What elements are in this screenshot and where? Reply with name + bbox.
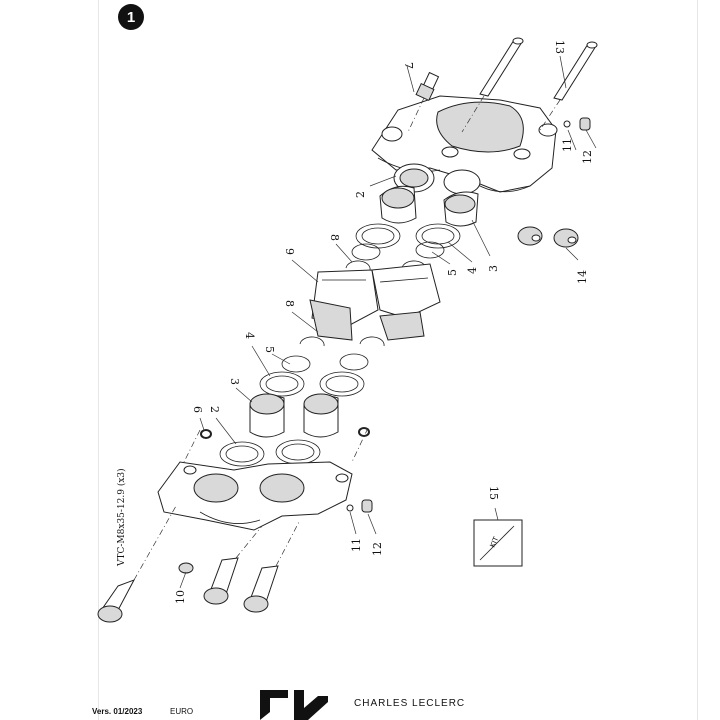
- brand-logo: [260, 690, 328, 720]
- callout-9: 9: [283, 248, 296, 255]
- callout-4-upper: 4: [466, 267, 479, 274]
- bleed-nipple: [407, 71, 440, 133]
- upper-pistons: [379, 163, 481, 227]
- callout-5-upper: 5: [446, 269, 459, 276]
- callout-2-lower: 2: [208, 406, 221, 413]
- mounting-bolts: [97, 505, 301, 623]
- upper-piston-seals: [351, 223, 461, 261]
- callout-8-lower: 8: [283, 300, 296, 307]
- version-info: Vers. 01/2023: [92, 707, 142, 716]
- page-number-badge: 1: [118, 4, 144, 30]
- bolt-spec-label: VTC-M8x35-12.9 (x3): [116, 468, 127, 567]
- pad-pins: [461, 37, 598, 133]
- callout-10: 10: [174, 590, 187, 604]
- callout-11-upper: 11: [561, 138, 574, 152]
- assembly-centerlines: [183, 99, 561, 463]
- lower-dust-seals: [219, 439, 321, 467]
- callout-7: 7: [402, 62, 415, 69]
- callout-11-lower: 11: [350, 538, 363, 552]
- transfer-o-rings: [200, 427, 370, 439]
- callout-5-lower: 5: [263, 346, 276, 353]
- callout-6: 6: [191, 406, 204, 413]
- washer: [178, 562, 194, 574]
- part-callouts: 7 13 11 12 2 3 4 5 14 8 9 8 4 5 3 6 2 15…: [174, 40, 594, 604]
- callout-8-upper: 8: [328, 234, 341, 241]
- lower-piston-seals: [259, 353, 369, 397]
- lower-bleed-cap: [346, 499, 373, 513]
- page-frame: [98, 0, 698, 720]
- seal-kit-box: KIT: [473, 519, 523, 567]
- callout-4-lower: 4: [243, 332, 256, 339]
- region-label: EURO: [170, 707, 194, 716]
- brand-name: CHARLES LECLERC: [354, 698, 466, 709]
- version-value: 01/2023: [113, 707, 143, 716]
- callout-15: 15: [487, 486, 500, 500]
- brake-pads: [309, 263, 441, 341]
- version-label: Vers.: [92, 707, 112, 716]
- lower-caliper-body: [157, 461, 353, 531]
- spacers: [517, 226, 579, 248]
- callout-12-upper: 12: [581, 150, 594, 164]
- lower-pistons: [249, 393, 339, 438]
- callout-2-upper: 2: [354, 191, 367, 198]
- lower-circlips: [299, 336, 385, 347]
- leader-lines: [179, 55, 597, 589]
- upper-bleed-cap: [563, 117, 591, 131]
- callout-12-lower: 12: [371, 542, 384, 556]
- callout-14: 14: [576, 270, 589, 284]
- callout-13: 13: [553, 40, 566, 54]
- callout-3-lower: 3: [228, 378, 241, 385]
- callout-3-upper: 3: [487, 265, 500, 272]
